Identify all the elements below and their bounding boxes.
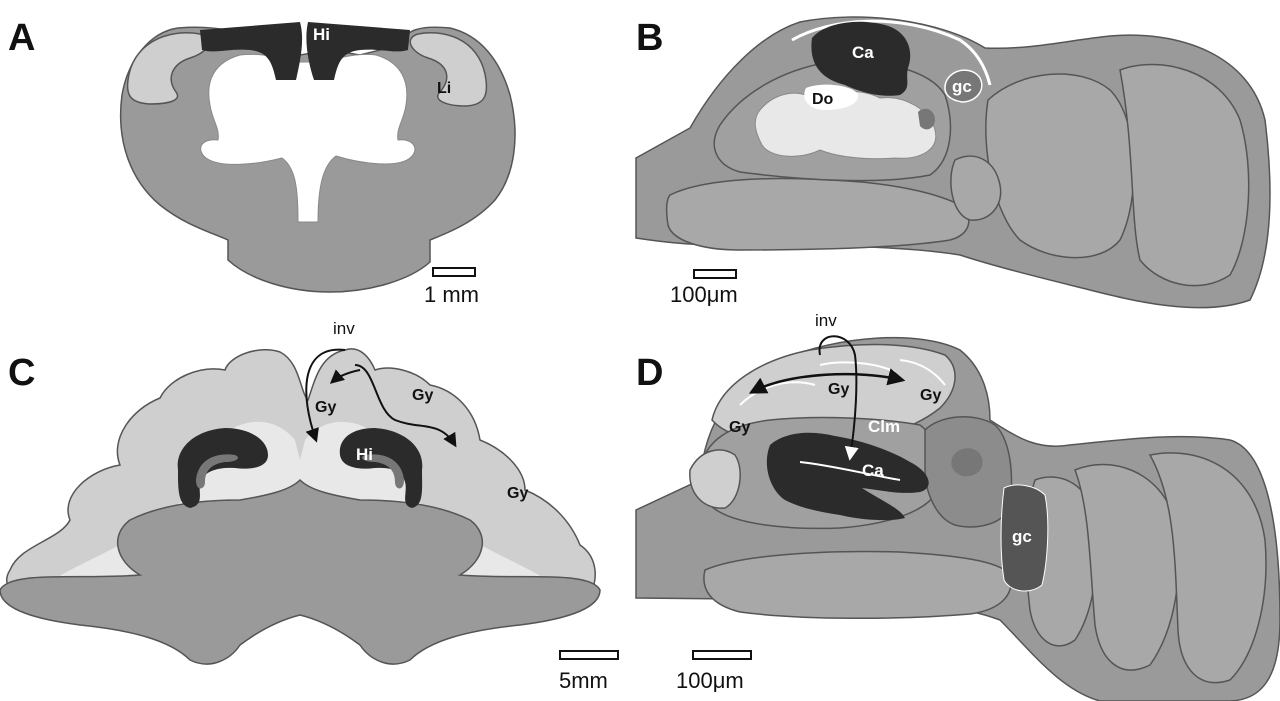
panel-d-label-gy-1: Gy: [729, 419, 750, 436]
panel-d-cerebellum-lobe-2: [1074, 463, 1180, 671]
panel-c-scale-bar: [559, 650, 619, 660]
panel-b-gc-region: [944, 69, 983, 103]
panel-b-meninges: [791, 19, 992, 86]
panel-d-cerebellum-lobe-3: [1148, 452, 1267, 684]
panel-a-label-hi: Hi: [313, 25, 330, 44]
panel-b-ca-region: [811, 21, 911, 96]
panel-b-letter: B: [636, 17, 663, 59]
panel-a: A Hi Li 1 mm: [8, 17, 516, 307]
panel-d-label-inv: inv: [815, 311, 837, 330]
panel-b-scale-bar: [693, 269, 737, 279]
panel-a-scale-label: 1 mm: [424, 282, 479, 307]
panel-b-label-ca: Ca: [852, 43, 874, 62]
panel-a-hippocampus-right: [306, 22, 410, 80]
panel-d-letter: D: [636, 352, 663, 394]
panel-d-dark-spot: [951, 448, 983, 477]
panel-a-letter: A: [8, 17, 35, 59]
panel-d-small-lobe: [689, 449, 741, 509]
panel-c-label-gy-3: Gy: [507, 485, 528, 502]
panel-d-label-gy-2: Gy: [828, 381, 849, 398]
panel-b: B Ca Do gc 100μm: [635, 16, 1271, 309]
panel-c-label-inv: inv: [333, 319, 355, 338]
panel-c-hippocampus-right: [339, 428, 423, 508]
panel-a-hippocampus-left: [200, 22, 303, 80]
panel-b-label-do: Do: [812, 91, 834, 108]
panel-d-scale-bar: [692, 650, 752, 660]
panel-c-label-hi: Hi: [356, 445, 373, 464]
panel-c-hippocampus-left: [177, 428, 268, 508]
panel-b-scale-label: 100μm: [670, 282, 738, 307]
panel-d-ca-region: [766, 432, 929, 521]
panel-d-gc-region: [1000, 484, 1049, 592]
panel-d-ca-lumen: [799, 461, 901, 481]
panel-d-label-clm: Clm: [868, 417, 900, 436]
panel-c-hippocampus-left-inner: [196, 454, 239, 489]
panel-c-arrow-inv: [305, 348, 346, 443]
panel-d-label-ca: Ca: [862, 461, 884, 480]
panel-b-small-dark-spot: [918, 108, 935, 130]
panel-a-ventricle: [200, 53, 416, 223]
panel-b-label-gc: gc: [952, 77, 972, 96]
panel-d-label-gy-3: Gy: [920, 387, 941, 404]
panel-a-lateral-lobe-left: [126, 32, 210, 105]
panel-d-label-gc: gc: [1012, 527, 1032, 546]
panel-c-ventral-brain: [0, 478, 601, 665]
panel-a-lateral-lobe-right: [409, 32, 488, 107]
panel-b-small-lobe: [950, 155, 1002, 221]
panel-a-scale-bar: [432, 267, 476, 277]
panel-c-arrow-gy-right: [354, 364, 457, 448]
panel-c-letter: C: [8, 352, 35, 394]
panel-c: C inv Gy Gy Gy Hi 5mm: [0, 319, 619, 693]
panel-d-arrow-gy: [748, 368, 906, 394]
panel-d-tegmentum: [703, 550, 1012, 620]
panel-c-scale-label: 5mm: [559, 668, 608, 693]
panel-b-cerebellum-lobe: [1119, 63, 1250, 287]
panel-c-label-gy-2: Gy: [412, 387, 433, 404]
panel-d: D inv Gy Gy Gy Clm Ca gc 100μm: [635, 311, 1280, 701]
panel-c-hippocampus-right-inner: [361, 454, 404, 489]
panel-c-arrow-gy-left: [329, 369, 361, 384]
panel-a-label-li: Li: [437, 80, 451, 97]
panel-c-label-gy-1: Gy: [315, 399, 336, 416]
panel-d-scale-label: 100μm: [676, 668, 744, 693]
panel-b-dorsal-label-bubble: [804, 84, 859, 110]
panel-d-arrow-inv: [818, 335, 859, 461]
